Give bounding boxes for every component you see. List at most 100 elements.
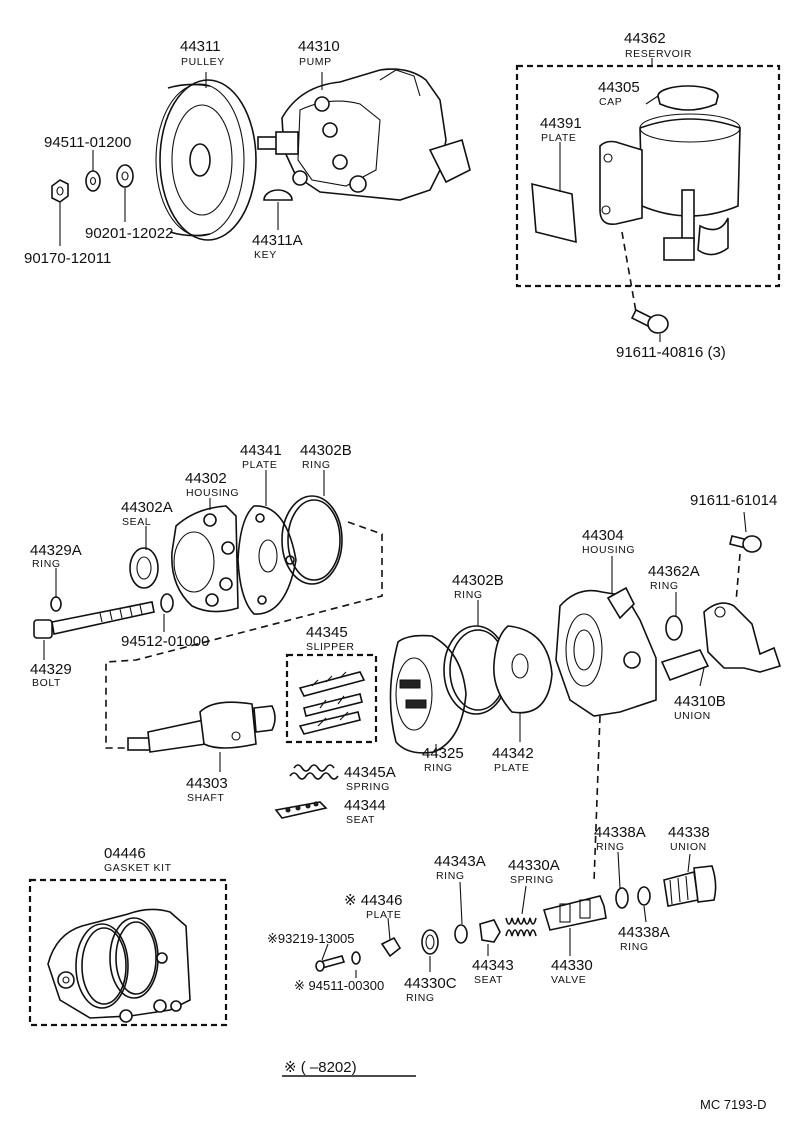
middle-leaders (43, 470, 747, 772)
seal-drawing (129, 547, 159, 589)
cap-name: CAP (599, 96, 622, 108)
spring-s-name: SPRING (346, 781, 390, 793)
small-ring-drawing (50, 596, 62, 612)
bolt-number: 44329 (30, 661, 72, 678)
washer2-number: 90201-12022 (85, 225, 173, 242)
bolt-2-drawing (729, 535, 762, 553)
rear-plate-drawing (237, 505, 297, 615)
plate-f-number: 44342 (492, 745, 534, 762)
gasket-name: GASKET KIT (104, 862, 172, 874)
housing-r-name: HOUSING (186, 487, 239, 499)
seat-s-number: 44344 (344, 797, 386, 814)
pulley-number: 44311 (180, 38, 221, 55)
rear-housing-drawing (171, 505, 239, 613)
seat-drawing (274, 801, 328, 819)
housing-f-name: HOUSING (582, 544, 635, 556)
ring-330c-drawing (421, 929, 439, 955)
plate-res-name: PLATE (541, 132, 576, 144)
ring-b2-number: 44302B (452, 572, 504, 589)
plate-rear-name: PLATE (242, 459, 277, 471)
reservoir-bolt-drawing (630, 308, 669, 334)
plate-346-number: ※ 44346 (344, 892, 402, 909)
ring-343a-name: RING (436, 870, 465, 882)
ring-343a-drawing (454, 924, 468, 944)
ring-b1-name: RING (302, 459, 331, 471)
screw-number: ※93219-13005 (267, 931, 355, 946)
seat-v-name: SEAT (474, 974, 503, 986)
washer4-number: ※ 94511-00300 (294, 978, 384, 993)
slipper-drawing (298, 671, 366, 735)
ring-a-name: RING (32, 558, 61, 570)
pulley-name: PULLEY (181, 56, 225, 68)
valve-name: VALVE (551, 974, 586, 986)
ring-b1-number: 44302B (300, 442, 352, 459)
spring-v-number: 44330A (508, 857, 560, 874)
reservoir-drawing (531, 85, 741, 261)
plate-res-number: 44391 (540, 115, 582, 132)
springs-drawing (289, 764, 339, 780)
ring-362a-drawing (665, 615, 683, 641)
housing-r-number: 44302 (185, 470, 227, 487)
ring-338a-number: 44338A (594, 824, 646, 841)
shaft-number: 44303 (186, 775, 228, 792)
ring-362a-number: 44362A (648, 563, 700, 580)
union-b-drawing (660, 602, 782, 682)
reservoir-leaders (559, 58, 661, 342)
gasket-number: 04446 (104, 845, 146, 862)
washer3-number: 94512-01000 (121, 633, 209, 650)
slipper-group-box (285, 653, 378, 744)
bottom-leaders (321, 851, 691, 978)
ring-cam-name: RING (424, 762, 453, 774)
ring-338a-2-drawing (637, 886, 651, 906)
screw-drawing (315, 955, 346, 972)
housing-f-number: 44304 (582, 527, 624, 544)
spring-v-name: SPRING (510, 874, 554, 886)
slipper-name: SLIPPER (306, 641, 355, 653)
ring-cam-number: 44325 (422, 745, 464, 762)
union-drawing (663, 865, 717, 907)
spring-s-number: 44345A (344, 764, 396, 781)
ring-338a2-name: RING (620, 941, 649, 953)
ring-338a2-number: 44338A (618, 924, 670, 941)
valve-drawing (542, 895, 607, 931)
key-name: KEY (254, 249, 277, 261)
catalog-code: MC 7193-D (700, 1097, 766, 1112)
seat-s-name: SEAT (346, 814, 375, 826)
res-bolt-number: 91611-40816 (3) (616, 344, 726, 361)
front-housing-drawing (555, 586, 657, 717)
washer-drawings (51, 164, 134, 203)
cam-ring-drawing (389, 634, 467, 754)
reservoir-name: RESERVOIR (625, 48, 692, 60)
key-number: 44311A (252, 232, 303, 249)
footnote: ※ ( –8202) (284, 1059, 357, 1076)
ring-330c-name: RING (406, 992, 435, 1004)
o-ring-1-drawing (281, 495, 343, 585)
ring-338a-drawing (615, 887, 629, 909)
pump-name: PUMP (299, 56, 332, 68)
ring-a-number: 44329A (30, 542, 82, 559)
middle-dashed-guides (105, 521, 741, 883)
union-number: 44338 (668, 824, 710, 841)
nut-number: 90170-12011 (24, 250, 111, 267)
seat-v-number: 44343 (472, 957, 514, 974)
ring-362a-name: RING (650, 580, 679, 592)
spring-v-drawing (505, 917, 537, 937)
plate-346-name: PLATE (366, 909, 401, 921)
ring-338a-name: RING (596, 841, 625, 853)
ring-330c-number: 44330C (404, 975, 457, 992)
pump-number: 44310 (298, 38, 340, 55)
washer-3-drawing (160, 593, 174, 613)
plate-rear-number: 44341 (240, 442, 282, 459)
pulley-drawing (155, 79, 257, 241)
union-name: UNION (670, 841, 707, 853)
front-plate-drawing (493, 625, 553, 714)
union-b-name: UNION (674, 710, 711, 722)
cap-number: 44305 (598, 79, 640, 96)
bolt2-number: 91611-61014 (690, 492, 777, 509)
plate-f-name: PLATE (494, 762, 529, 774)
shaft-drawing (127, 701, 276, 753)
union-b-number: 44310B (674, 693, 726, 710)
plate-346-drawing (380, 936, 402, 958)
